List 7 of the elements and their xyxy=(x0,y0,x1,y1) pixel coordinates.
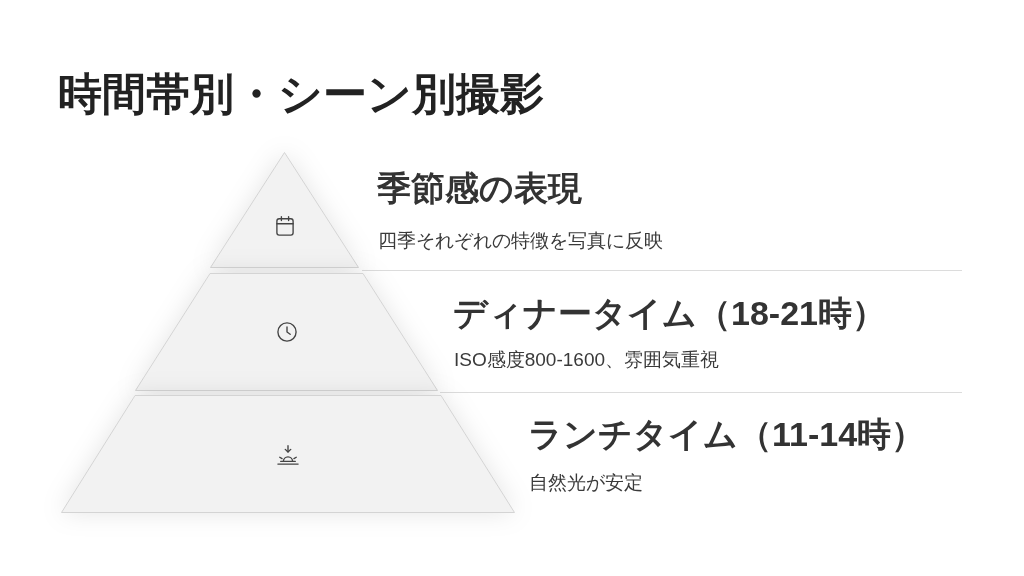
tier-description: ISO感度800-1600、雰囲気重視 xyxy=(454,348,720,372)
tier-heading: 季節感の表現 xyxy=(377,168,582,209)
tier-heading: ランチタイム（11-14時） xyxy=(528,414,926,455)
tier-heading: ディナータイム（18-21時） xyxy=(453,293,886,334)
tier-description: 四季それぞれの特徴を写真に反映 xyxy=(378,229,663,253)
tier-description: 自然光が安定 xyxy=(529,471,643,495)
title: 時間帯別・シーン別撮影 xyxy=(58,68,544,120)
